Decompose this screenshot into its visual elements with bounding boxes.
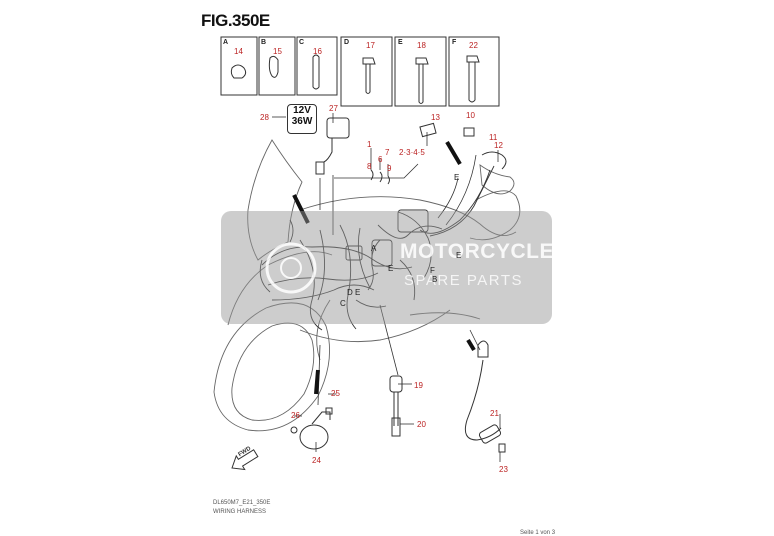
- relay-parts: [370, 122, 507, 185]
- harness-letter-d: D: [347, 288, 353, 297]
- harness-letter-e-top: E: [454, 173, 460, 182]
- panel-part-a[interactable]: 14: [234, 47, 243, 56]
- harness-letter-c: C: [340, 299, 346, 308]
- callout-7[interactable]: 7: [385, 148, 390, 157]
- panel-part-c[interactable]: 16: [313, 47, 322, 56]
- panel-letter-e: E: [398, 39, 403, 46]
- socket-rating-badge: 12V 36W: [287, 104, 317, 134]
- harness-wires: [259, 165, 495, 331]
- callout-9[interactable]: 9: [387, 164, 392, 173]
- panel-letter-f: F: [452, 39, 457, 46]
- leader-lines: [272, 113, 501, 462]
- callout-11[interactable]: 11: [489, 133, 498, 142]
- callout-20[interactable]: 20: [417, 420, 426, 429]
- panel-part-d[interactable]: 17: [366, 41, 375, 50]
- callout-23[interactable]: 23: [499, 465, 508, 474]
- watermark-logo-icon: [265, 242, 317, 294]
- panel-letter-c: C: [299, 39, 305, 46]
- callout-13[interactable]: 13: [431, 113, 440, 122]
- harness-letter-b: B: [432, 275, 438, 284]
- watermark-band: [221, 211, 552, 324]
- figure-title: FIG.350E: [201, 11, 270, 30]
- watermark-line-1: MOTORCYCLE: [400, 240, 554, 263]
- harness-letter-e-low: E: [355, 288, 361, 297]
- callout-10[interactable]: 10: [466, 111, 475, 120]
- panel-letter-b: B: [261, 39, 267, 46]
- callout-1[interactable]: 1: [367, 140, 372, 149]
- pointer-bars: [292, 140, 476, 395]
- socket-voltage: 12V: [293, 105, 311, 116]
- watermark-line-2: SPARE PARTS: [404, 272, 524, 289]
- document-subtitle: WIRING HARNESS: [213, 509, 267, 515]
- harness-letter-e-right: E: [456, 251, 462, 260]
- callout-6[interactable]: 6: [378, 155, 383, 164]
- harness-letter-f: F: [430, 266, 435, 275]
- front-arrow-icon: [231, 449, 259, 471]
- harness-letter-a: A: [371, 244, 377, 253]
- panel-part-e[interactable]: 18: [417, 41, 426, 50]
- horn-part: [290, 407, 333, 450]
- panel-letter-d: D: [344, 39, 350, 46]
- callout-26[interactable]: 26: [291, 411, 300, 420]
- socket-part: [315, 117, 350, 175]
- document-code: DL650M7_E21_350E: [213, 500, 271, 506]
- callout-2345[interactable]: 2·3·4·5: [399, 148, 425, 157]
- harness-letter-e-mid: E: [388, 264, 394, 273]
- callout-21[interactable]: 21: [490, 409, 499, 418]
- callout-24[interactable]: 24: [312, 456, 321, 465]
- motorcycle-outline: [213, 139, 521, 432]
- panel-letter-a: A: [223, 39, 229, 46]
- socket-watt: 36W: [291, 116, 313, 127]
- callout-25[interactable]: 25: [331, 389, 340, 398]
- panel-part-f[interactable]: 22: [469, 41, 478, 50]
- sensor-parts: [389, 340, 506, 453]
- page-label: Seite 1 von 3: [520, 530, 556, 536]
- callout-12[interactable]: 12: [494, 141, 503, 150]
- callout-8[interactable]: 8: [367, 162, 372, 171]
- callout-28[interactable]: 28: [260, 113, 269, 122]
- callout-19[interactable]: 19: [414, 381, 423, 390]
- detail-panel-frames: [220, 36, 500, 107]
- callout-27[interactable]: 27: [329, 104, 338, 113]
- panel-part-b[interactable]: 15: [273, 47, 282, 56]
- detail-panel-parts: [230, 54, 480, 104]
